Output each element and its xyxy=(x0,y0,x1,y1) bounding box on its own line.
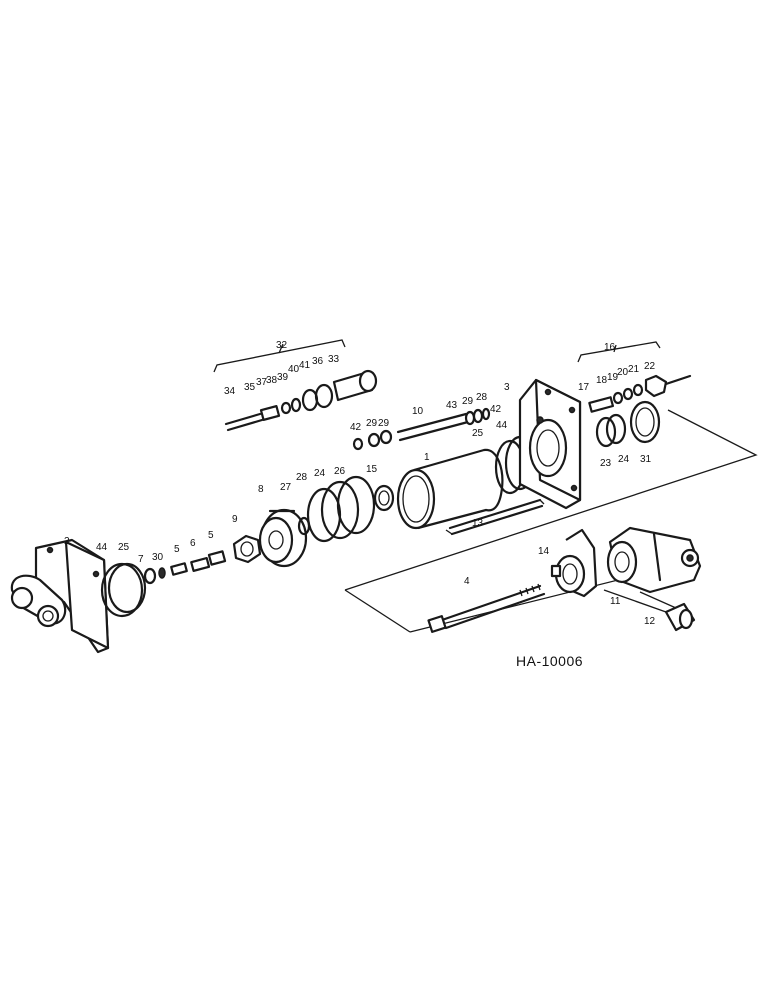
callout-34: 34 xyxy=(224,386,236,397)
callout-30: 30 xyxy=(152,552,164,563)
callout-1: 1 xyxy=(424,452,430,463)
bracket-lines xyxy=(213,339,758,633)
callout-5a: 5 xyxy=(174,544,180,555)
callout-36: 36 xyxy=(312,356,324,367)
callout-22: 22 xyxy=(644,361,656,372)
piston-rod-4-part xyxy=(427,583,546,633)
callout-23: 23 xyxy=(600,458,612,469)
callout-39: 39 xyxy=(277,372,289,383)
callout-29a: 29 xyxy=(462,396,474,407)
piston-8-part xyxy=(258,508,308,568)
ring-24-part-b xyxy=(605,413,627,445)
callout-29c: 29 xyxy=(378,418,390,429)
callout-21: 21 xyxy=(628,364,640,375)
cylinder-head-3-part xyxy=(518,378,582,510)
small-valve-parts xyxy=(143,550,227,585)
cylinder-barrel-1-part xyxy=(396,448,504,530)
callout-5b: 5 xyxy=(208,530,214,541)
callout-25b: 25 xyxy=(118,542,130,553)
valve-assembly-16-part xyxy=(588,374,692,413)
callout-4: 4 xyxy=(464,576,470,587)
callout-19: 19 xyxy=(607,372,619,383)
callout-3: 3 xyxy=(504,382,510,393)
ring-31-part xyxy=(629,400,661,444)
callout-26: 26 xyxy=(334,466,346,477)
callout-6: 6 xyxy=(190,538,196,549)
callout-44b: 44 xyxy=(96,542,108,553)
callout-labels: 32 34 35 37 38 39 40 41 36 33 16 17 18 1… xyxy=(64,340,656,627)
callout-18: 18 xyxy=(596,375,608,386)
bushing-15-part xyxy=(373,484,395,512)
callout-8: 8 xyxy=(258,484,264,495)
callout-33: 33 xyxy=(328,354,340,365)
callout-12: 12 xyxy=(644,616,656,627)
callout-38: 38 xyxy=(266,375,278,386)
rod-10-part xyxy=(352,407,491,451)
ring-24-part xyxy=(320,480,360,540)
callout-28a: 28 xyxy=(476,392,488,403)
callout-17: 17 xyxy=(578,382,590,393)
ring-23-part xyxy=(595,416,617,448)
callout-10: 10 xyxy=(412,406,424,417)
callout-40: 40 xyxy=(288,364,300,375)
drawing-code: HA-10006 xyxy=(516,653,583,669)
callout-29b: 29 xyxy=(366,418,378,429)
callout-25a: 25 xyxy=(472,428,484,439)
callout-2: 2 xyxy=(64,536,70,547)
tie-rod-13-part xyxy=(445,498,545,536)
callout-43: 43 xyxy=(446,400,458,411)
callout-20: 20 xyxy=(617,367,629,378)
callout-27: 27 xyxy=(280,482,292,493)
callout-24b: 24 xyxy=(314,468,326,479)
callout-37: 37 xyxy=(256,377,268,388)
o-ring-25-part xyxy=(107,562,147,614)
callout-35: 35 xyxy=(244,382,256,393)
callout-41: 41 xyxy=(299,360,311,371)
callout-42b: 42 xyxy=(350,422,362,433)
hex-nut-9-part xyxy=(232,534,262,564)
valve-assembly-32-part xyxy=(224,369,378,432)
callout-11: 11 xyxy=(610,596,621,607)
clevis-block-11-part xyxy=(606,526,702,594)
callout-15: 15 xyxy=(366,464,378,475)
callout-28b: 28 xyxy=(296,472,308,483)
bushing-12-part xyxy=(664,602,696,632)
callout-7: 7 xyxy=(138,554,144,565)
callout-14: 14 xyxy=(538,546,550,557)
clamp-14-part xyxy=(550,528,598,598)
callout-44a: 44 xyxy=(496,420,508,431)
callout-9: 9 xyxy=(232,514,238,525)
callout-16: 16 xyxy=(604,342,616,353)
callout-32: 32 xyxy=(276,340,288,351)
callout-31: 31 xyxy=(640,454,652,465)
end-cap-clevis-part xyxy=(10,538,110,654)
callout-13: 13 xyxy=(472,518,484,529)
ring-26-part xyxy=(336,475,376,535)
callout-24a: 24 xyxy=(618,454,630,465)
callout-42a: 42 xyxy=(490,404,502,415)
